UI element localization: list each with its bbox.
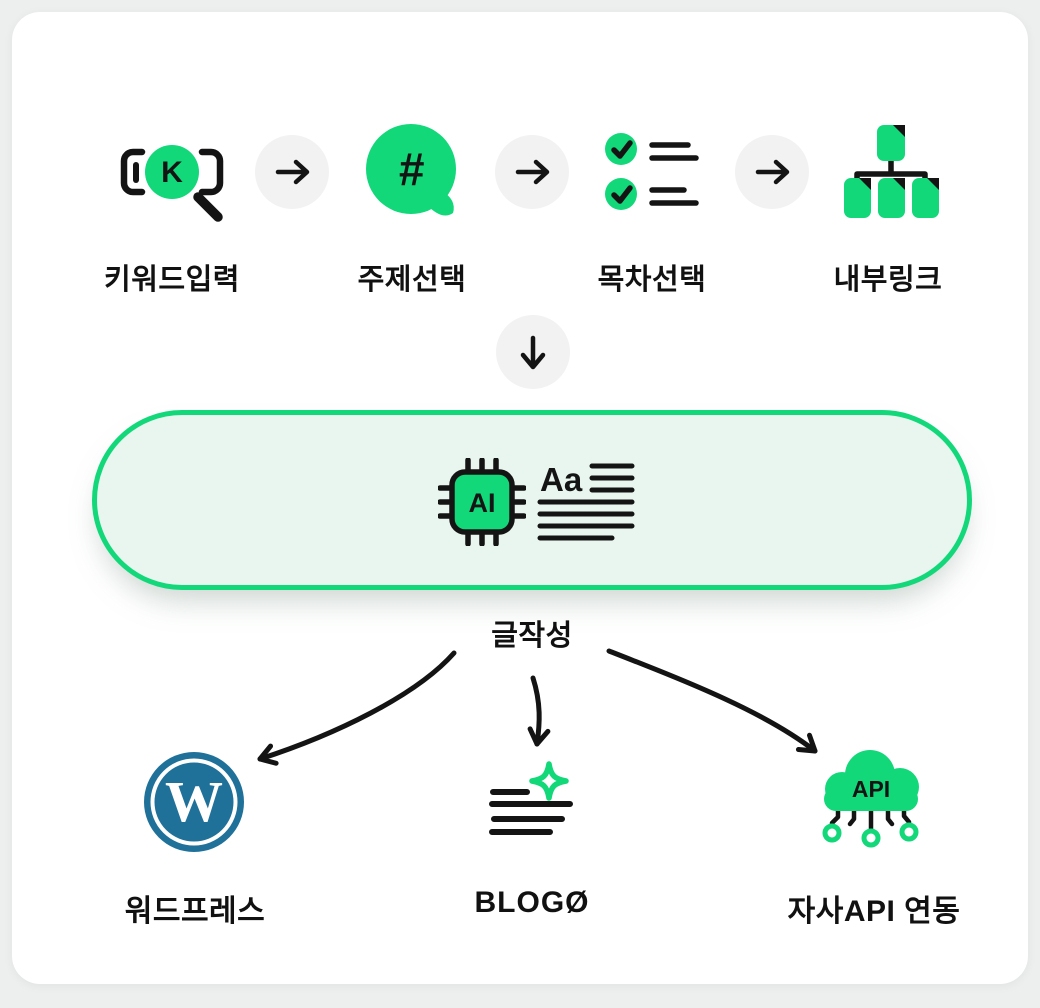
wordpress-logo: W (144, 752, 244, 852)
ai-chip-text: AI (469, 488, 496, 518)
bubble-circle (366, 124, 456, 214)
checklist-icon (605, 133, 699, 210)
output-label-blogo: BLOGØ (474, 886, 590, 919)
output-label-wordpress: 워드프레스 (124, 895, 266, 928)
step-label-toc: 목차선택 (597, 264, 707, 296)
right-bracket-shape (198, 148, 224, 196)
text-document-icon: Aa (537, 461, 635, 541)
arrow-down-icon (496, 315, 570, 389)
arrow-down-glyph (520, 335, 546, 370)
hashtag-glyph: # (398, 143, 424, 195)
wp-inner-ring (150, 758, 238, 846)
wp-outer-circle (144, 752, 244, 852)
checkmark-glyph (611, 185, 633, 204)
node-ring (861, 828, 881, 848)
list-lines (649, 187, 699, 206)
chip-body (449, 469, 515, 535)
arrow-right-glyph (275, 159, 310, 185)
keyword-glyph: K (161, 156, 183, 189)
long-text-lines (537, 499, 635, 541)
arrow-to-wordpress (257, 650, 457, 766)
checkmark-glyph (611, 140, 633, 159)
api-glyph: API (852, 776, 890, 802)
list-lines (649, 142, 699, 161)
sitemap-connectors (854, 155, 928, 183)
folded-corner (893, 125, 905, 137)
folded-corner (859, 178, 871, 190)
lens-circle (145, 145, 199, 199)
node-ring (822, 823, 842, 843)
ai-chip-icon: AI (438, 458, 526, 546)
arrow-to-api (606, 648, 818, 754)
wp-w-glyph: W (165, 769, 223, 834)
output-label-api: 자사API 연동 (787, 895, 961, 928)
short-text-lines (589, 463, 635, 493)
cloud-shape (824, 787, 918, 811)
ai-writing-pill (92, 410, 972, 590)
blog-sparkle-icon (489, 761, 573, 835)
process-label: 글작성 (491, 620, 573, 652)
workflow-card: K # (12, 12, 1028, 984)
arrow-right-glyph (755, 159, 790, 185)
step-label-keyword: 키워드입력 (104, 264, 240, 296)
node-ring (899, 822, 919, 842)
api-cloud-icon: API (822, 750, 919, 848)
arrow-right-icon (495, 135, 569, 209)
arrow-right-glyph (515, 159, 550, 185)
document-shape (878, 178, 905, 218)
document-shape (844, 178, 871, 218)
folded-corner (893, 178, 905, 190)
chip-pins (438, 458, 526, 546)
sparkle-star (529, 761, 569, 801)
hashtag-bubble-icon: # (366, 124, 456, 216)
circuit-legs (829, 808, 912, 832)
arrow-right-icon (255, 135, 329, 209)
sitemap-documents-icon (844, 125, 939, 218)
arrow-to-blogo (527, 675, 551, 747)
step-label-topic: 주제선택 (357, 264, 467, 296)
step-label-internal-link: 내부링크 (833, 264, 943, 296)
aa-glyph: Aa (540, 461, 583, 498)
document-shape (912, 178, 939, 218)
keyword-search-icon: K (120, 145, 224, 222)
check-circle (605, 133, 637, 165)
document-shape (877, 125, 905, 161)
magnifier-handle-shape (193, 192, 223, 222)
arrow-right-icon (735, 135, 809, 209)
blog-text-lines (489, 789, 573, 835)
left-bracket-shape (120, 148, 146, 196)
folded-corner (927, 178, 939, 190)
check-circle (605, 178, 637, 210)
